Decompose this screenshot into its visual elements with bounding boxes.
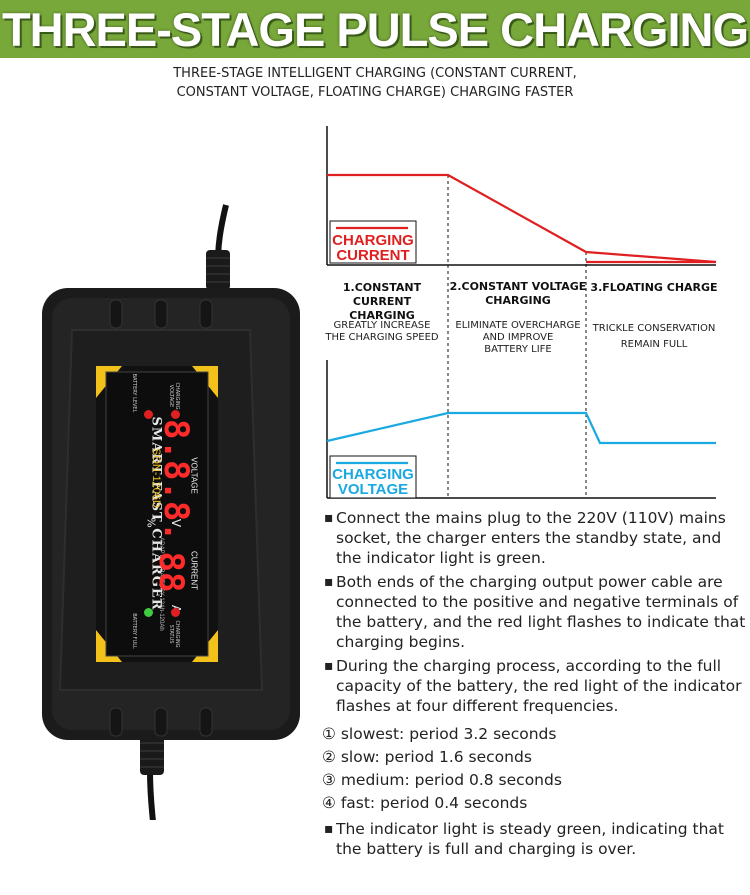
battery-full-label: BATTERY FULL [131,613,137,649]
voltage-legend-line-2: VOLTAGE [337,481,409,498]
stage-3-desc: TRICKLE CONSERVATION REMAIN FULL [586,321,722,353]
stage-2-title-line-2: CHARGING [485,294,551,307]
voltage-curve [326,411,716,445]
charging-status-led [171,608,180,617]
stage-1-title-line-1: 1.CONSTANT CURRENT [342,281,422,308]
stage-1-title: 1.CONSTANT CURRENT CHARGING [312,281,452,323]
charging-status-label: CHARGING STATUS [168,620,180,648]
percent-unit: % [144,517,158,528]
subtitle-line-2: CONSTANT VOLTAGE, FLOATING CHARGE) CHARG… [176,85,574,100]
stage-3-desc-line-2: REMAIN FULL [620,339,688,350]
subtitle-line-1: THREE-STAGE INTELLIGENT CHARGING (CONSTA… [173,66,577,81]
stage-3-title-line-1: 3.FLOATING CHARGE [590,281,718,294]
top-strain-relief [206,250,230,290]
current-legend: CHARGING CURRENT [330,233,416,263]
title-banner [0,0,750,58]
stage-2-desc-line-3: BATTERY LIFE [484,344,552,355]
instruction-item: ▪ During the charging process, according… [322,656,747,716]
bullet-marker: ▪ [324,510,334,526]
stage-3-title: 3.FLOATING CHARGE [586,281,722,295]
stage-2-title: 2.CONSTANT VOLTAGE CHARGING [449,280,587,308]
current-legend-line-2: CURRENT [336,247,410,264]
stage-2-title-line-1: 2.CONSTANT VOLTAGE [449,280,587,293]
instructions: ▪ Connect the mains plug to the 220V (11… [322,508,747,863]
bottom-strain-relief [140,735,164,775]
instruction-text: The indicator light is steady green, ind… [336,820,724,858]
page-title: THREE-STAGE PULSE CHARGING [1,3,749,56]
frequency-item: ② slow: period 1.6 seconds [322,748,532,766]
voltage-legend-line-1: CHARGING [332,466,414,483]
bullet-marker: ▪ [324,821,334,837]
current-display: 88 [151,551,191,593]
instruction-item: ▪ Connect the mains plug to the 220V (11… [322,508,747,568]
volt-unit: V [169,518,184,528]
battery-level-label: BATTERY LEVEL [131,373,137,413]
instruction-item: ▪ Both ends of the charging output power… [322,572,747,652]
charger-face-labels: SMART FAST CHARGER SON-1206D ADAPTIVE BA… [96,366,218,662]
stage-1-desc: GREATLY INCREASE THE CHARGING SPEED [312,320,452,344]
bullet-marker: ▪ [324,574,334,590]
bottom-cable [147,769,156,820]
stage-3-desc-line-1: TRICKLE CONSERVATION [592,323,716,334]
battery-full-led [144,608,153,617]
voltage-legend: CHARGING VOLTAGE [330,467,416,497]
current-legend-line-1: CHARGING [332,232,414,249]
instruction-text: Connect the mains plug to the 220V (110V… [336,509,726,567]
stage-1-desc-line-2: THE CHARGING SPEED [325,332,439,343]
stage-2-desc-line-2: AND IMPROVE [482,332,554,343]
battery-level-led [144,410,153,419]
charging-voltage-led [171,410,180,419]
stage-2-desc-line-1: ELIMINATE OVERCHARGE [455,320,581,331]
charger-illustration [42,204,300,820]
stage-1-title-line-2: CHARGING [349,309,415,322]
instruction-text: During the charging process, according t… [336,657,742,715]
frequency-item: ③ medium: period 0.8 seconds [322,771,562,789]
instruction-item: ▪ The indicator light is steady green, i… [322,819,747,859]
frequency-item: ④ fast: period 0.4 seconds [322,794,528,812]
frequency-item: ① slowest: period 3.2 seconds [322,725,557,743]
subtitle: THREE-STAGE INTELLIGENT CHARGING (CONSTA… [0,64,750,102]
stage-2-desc: ELIMINATE OVERCHARGE AND IMPROVE BATTERY… [447,320,589,356]
stage-1-desc-line-1: GREATLY INCREASE [333,320,431,331]
frequency-list: ① slowest: period 3.2 seconds ② slow: pe… [322,724,747,813]
instruction-text: Both ends of the charging output power c… [336,573,746,651]
bullet-marker: ▪ [324,658,334,674]
